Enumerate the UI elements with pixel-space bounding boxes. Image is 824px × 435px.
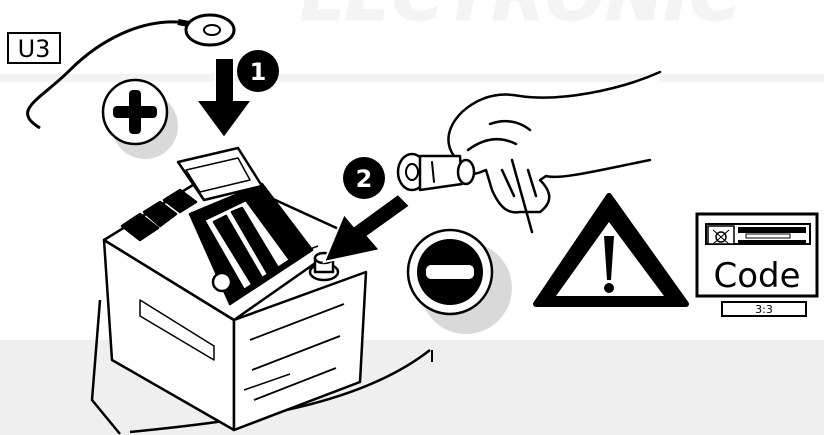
step-2-number: 2 [356,165,373,193]
svg-text:LECTRONIC: LECTRONIC [300,0,741,37]
step-label: U3 [8,33,60,63]
page-reference: 3:3 [755,303,773,316]
step-1-number: 1 [250,58,267,86]
code-label: Code [713,256,800,296]
watermark: LECTRONIC [300,0,741,37]
step-label-text: U3 [18,35,51,63]
